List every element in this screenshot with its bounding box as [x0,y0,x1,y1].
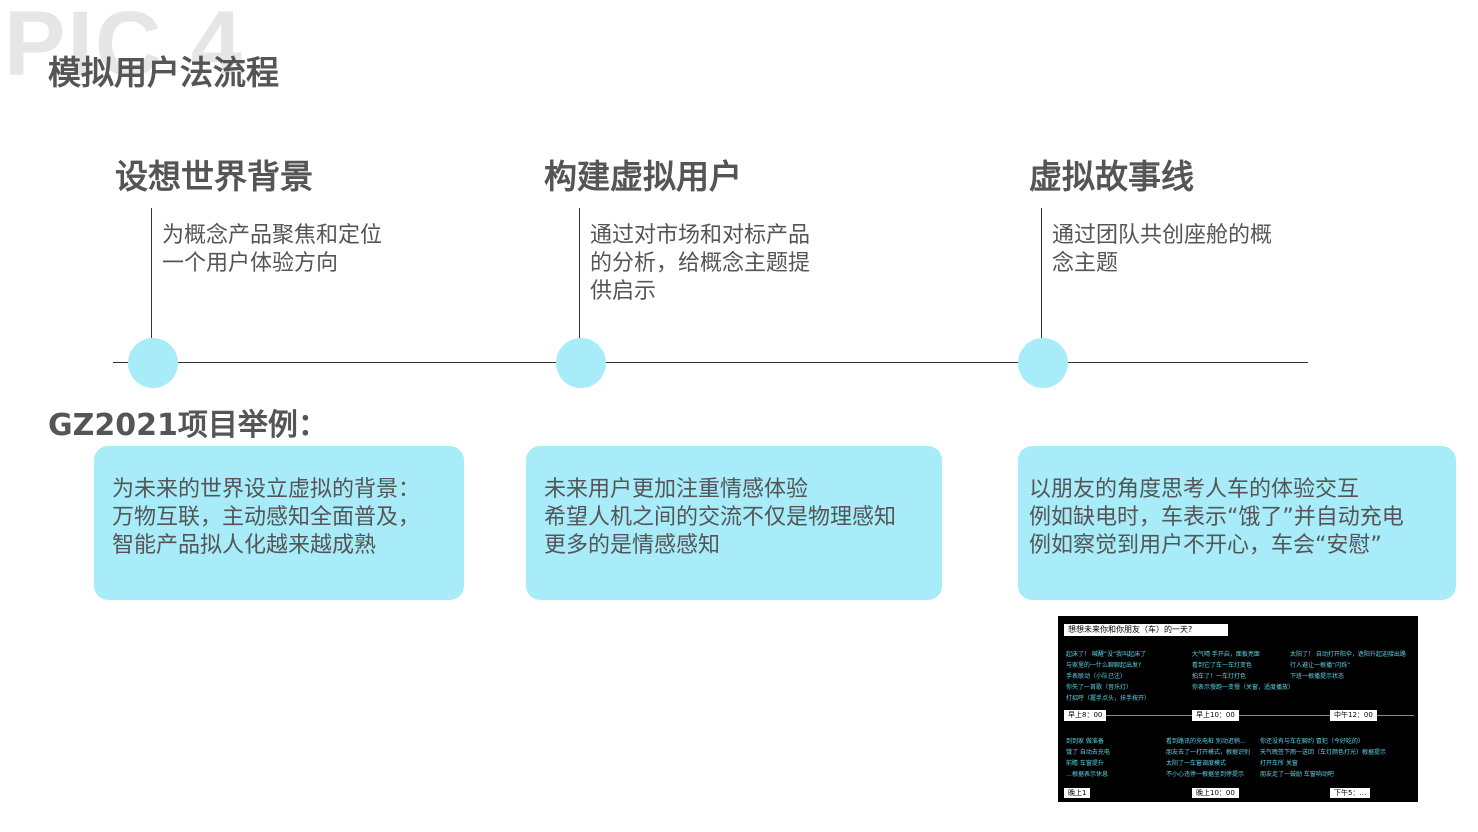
thumbnail-top-column-2: 大气晴 手开启，面板亮面 看到它了车一车灯变色 拍车了！一车灯打色 你表示慢跑一… [1192,649,1294,693]
timeline-line [113,362,1308,363]
example-card-user: 未来用户更加注重情感体验 希望人机之间的交流不仅是物理感知 更多的是情感感知 [526,446,942,600]
thumbnail-text: 朋友走了一鼓励 车窗响动吧 [1260,771,1334,778]
step-connector-1 [151,208,152,338]
thumbnail-text: 朋友去了一打开模式，根据识别 [1166,749,1251,756]
page-title: 模拟用户法流程 [48,53,279,92]
step-desc-line: 念主题 [1052,251,1119,276]
step-desc-line: 通过对市场和对标产品 [590,223,811,248]
thumbnail-text: 天气晚签下雨一送回（车灯颜色打光）根据提示 [1260,749,1387,756]
thumbnail-text: 打开车所 关窗 [1260,760,1298,767]
slide-watermark: PIC 4 [4,0,245,95]
thumbnail-text: 拍车了！一车灯打色 [1192,673,1247,680]
storyline-thumbnail: 想想未来你和你朋友（车）的一天? 起床了！ 喊醒“没”我叫起床了 与家里的一什么… [1058,616,1418,802]
card-line: 例如察觉到用户不开心，车会“安慰” [1029,533,1382,558]
step-desc-line: 一个用户体验方向 [162,251,339,276]
step-desc-storyline: 通过团队共创座舱的概 念主题 [1052,222,1272,278]
card-line: 万物互联，主动感知全面普及， [112,505,421,530]
card-line: 希望人机之间的交流不仅是物理感知 [544,505,897,530]
thumbnail-text: 不小心违停一根据坐到停提示 [1166,771,1245,778]
thumbnail-text: 太阳了一车窗调度模式 [1166,760,1227,767]
timeline-dot-1 [128,338,178,388]
thumbnail-bottom-column-1: 到到家 做准备 饿了 自动去充电 前瞻 车窗提升 …根据表示休息 [1066,736,1110,780]
thumbnail-text: 与家里的一什么聊聊起出发? [1066,662,1142,669]
step-title-world-background: 设想世界背景 [115,157,313,196]
thumbnail-text: 手表联动（小队已注） [1066,673,1127,680]
card-line: 为未来的世界设立虚拟的背景： [112,477,421,502]
step-desc-line: 通过团队共创座舱的概 [1052,223,1273,248]
thumbnail-time-label: 早上10：00 [1192,710,1239,721]
thumbnail-bottom-label: 下午5：… [1330,788,1371,798]
thumbnail-text: 下班一根播提示状态 [1290,673,1345,680]
step-desc-virtual-user: 通过对市场和对标产品 的分析，给概念主题提 供启示 [590,222,810,306]
thumbnail-text: 起床了！ 喊醒“没”我叫起床了 [1066,651,1147,658]
step-connector-2 [579,208,580,338]
thumbnail-text: 行人避让一根播“闪烁” [1290,662,1351,669]
thumbnail-text: 饿了 自动去充电 [1066,749,1110,756]
step-connector-3 [1041,208,1042,338]
card-line: 未来用户更加注重情感体验 [544,477,809,502]
thumbnail-text: 看到路讯的充电桩 别动迟稍… [1166,738,1246,745]
thumbnail-top-column-3: 太阳了！ 自动打开阳伞，遮阳升起迎接出路 行人避让一根播“闪烁” 下班一根播提示… [1290,649,1406,682]
thumbnail-title: 想想未来你和你朋友（车）的一天? [1064,624,1228,636]
timeline-dot-2 [556,338,606,388]
thumbnail-text: 你失了一首歌（音乐灯） [1066,684,1133,691]
card-line: 智能产品拟人化越来越成熟 [112,533,377,558]
step-title-storyline: 虚拟故事线 [1029,157,1194,196]
step-title-virtual-user: 构建虚拟用户 [544,157,742,196]
thumbnail-bottom-column-3: 你还没有与车在聊约 冒犯（今好吃的） 天气晚签下雨一送回（车灯颜色打光）根据提示… [1260,736,1386,780]
thumbnail-time-label: 早上8：00 [1064,710,1107,721]
thumbnail-text: …根据表示休息 [1066,771,1109,778]
thumbnail-top-column-1: 起床了！ 喊醒“没”我叫起床了 与家里的一什么聊聊起出发? 手表联动（小队已注）… [1066,649,1150,704]
step-desc-world-background: 为概念产品聚焦和定位 一个用户体验方向 [162,222,382,278]
thumbnail-text: 你还没有与车在聊约 冒犯（今好吃的） [1260,738,1364,745]
step-desc-line: 的分析，给概念主题提 [590,251,811,276]
thumbnail-bottom-column-2: 看到路讯的充电桩 别动迟稍… 朋友去了一打开模式，根据识别 太阳了一车窗调度模式… [1166,736,1250,780]
thumbnail-text: 太阳了！ 自动打开阳伞，遮阳升起迎接出路 [1290,651,1406,658]
thumbnail-text: 看到它了车一车灯变色 [1192,662,1253,669]
thumbnail-text: 前瞻 车窗提升 [1066,760,1104,767]
card-line: 以朋友的角度思考人车的体验交互 [1029,477,1360,502]
thumbnail-text: 大气晴 手开启，面板亮面 [1192,651,1260,658]
step-desc-line: 供启示 [590,279,657,304]
card-line: 更多的是情感感知 [544,533,721,558]
example-card-storyline: 以朋友的角度思考人车的体验交互 例如缺电时，车表示“饿了”并自动充电 例如察觉到… [1018,446,1456,600]
thumbnail-text: 你表示慢跑一变慢（关窗，适度播放） [1192,684,1295,691]
thumbnail-text: 打招呼（握手点头，扶手按开） [1066,695,1151,702]
thumbnail-bottom-label: 晚上10：00 [1192,788,1239,798]
thumbnail-text: 到到家 做准备 [1066,738,1104,745]
step-desc-line: 为概念产品聚焦和定位 [162,223,383,248]
thumbnail-timeline [1064,715,1414,716]
example-section-title: GZ2021项目举例： [48,408,328,443]
timeline-dot-3 [1018,338,1068,388]
card-line: 例如缺电时，车表示“饿了”并自动充电 [1029,505,1404,530]
thumbnail-bottom-label: 晚上1 [1064,788,1091,798]
example-card-world: 为未来的世界设立虚拟的背景： 万物互联，主动感知全面普及， 智能产品拟人化越来越… [94,446,464,600]
thumbnail-time-label: 中午12：00 [1330,710,1377,721]
